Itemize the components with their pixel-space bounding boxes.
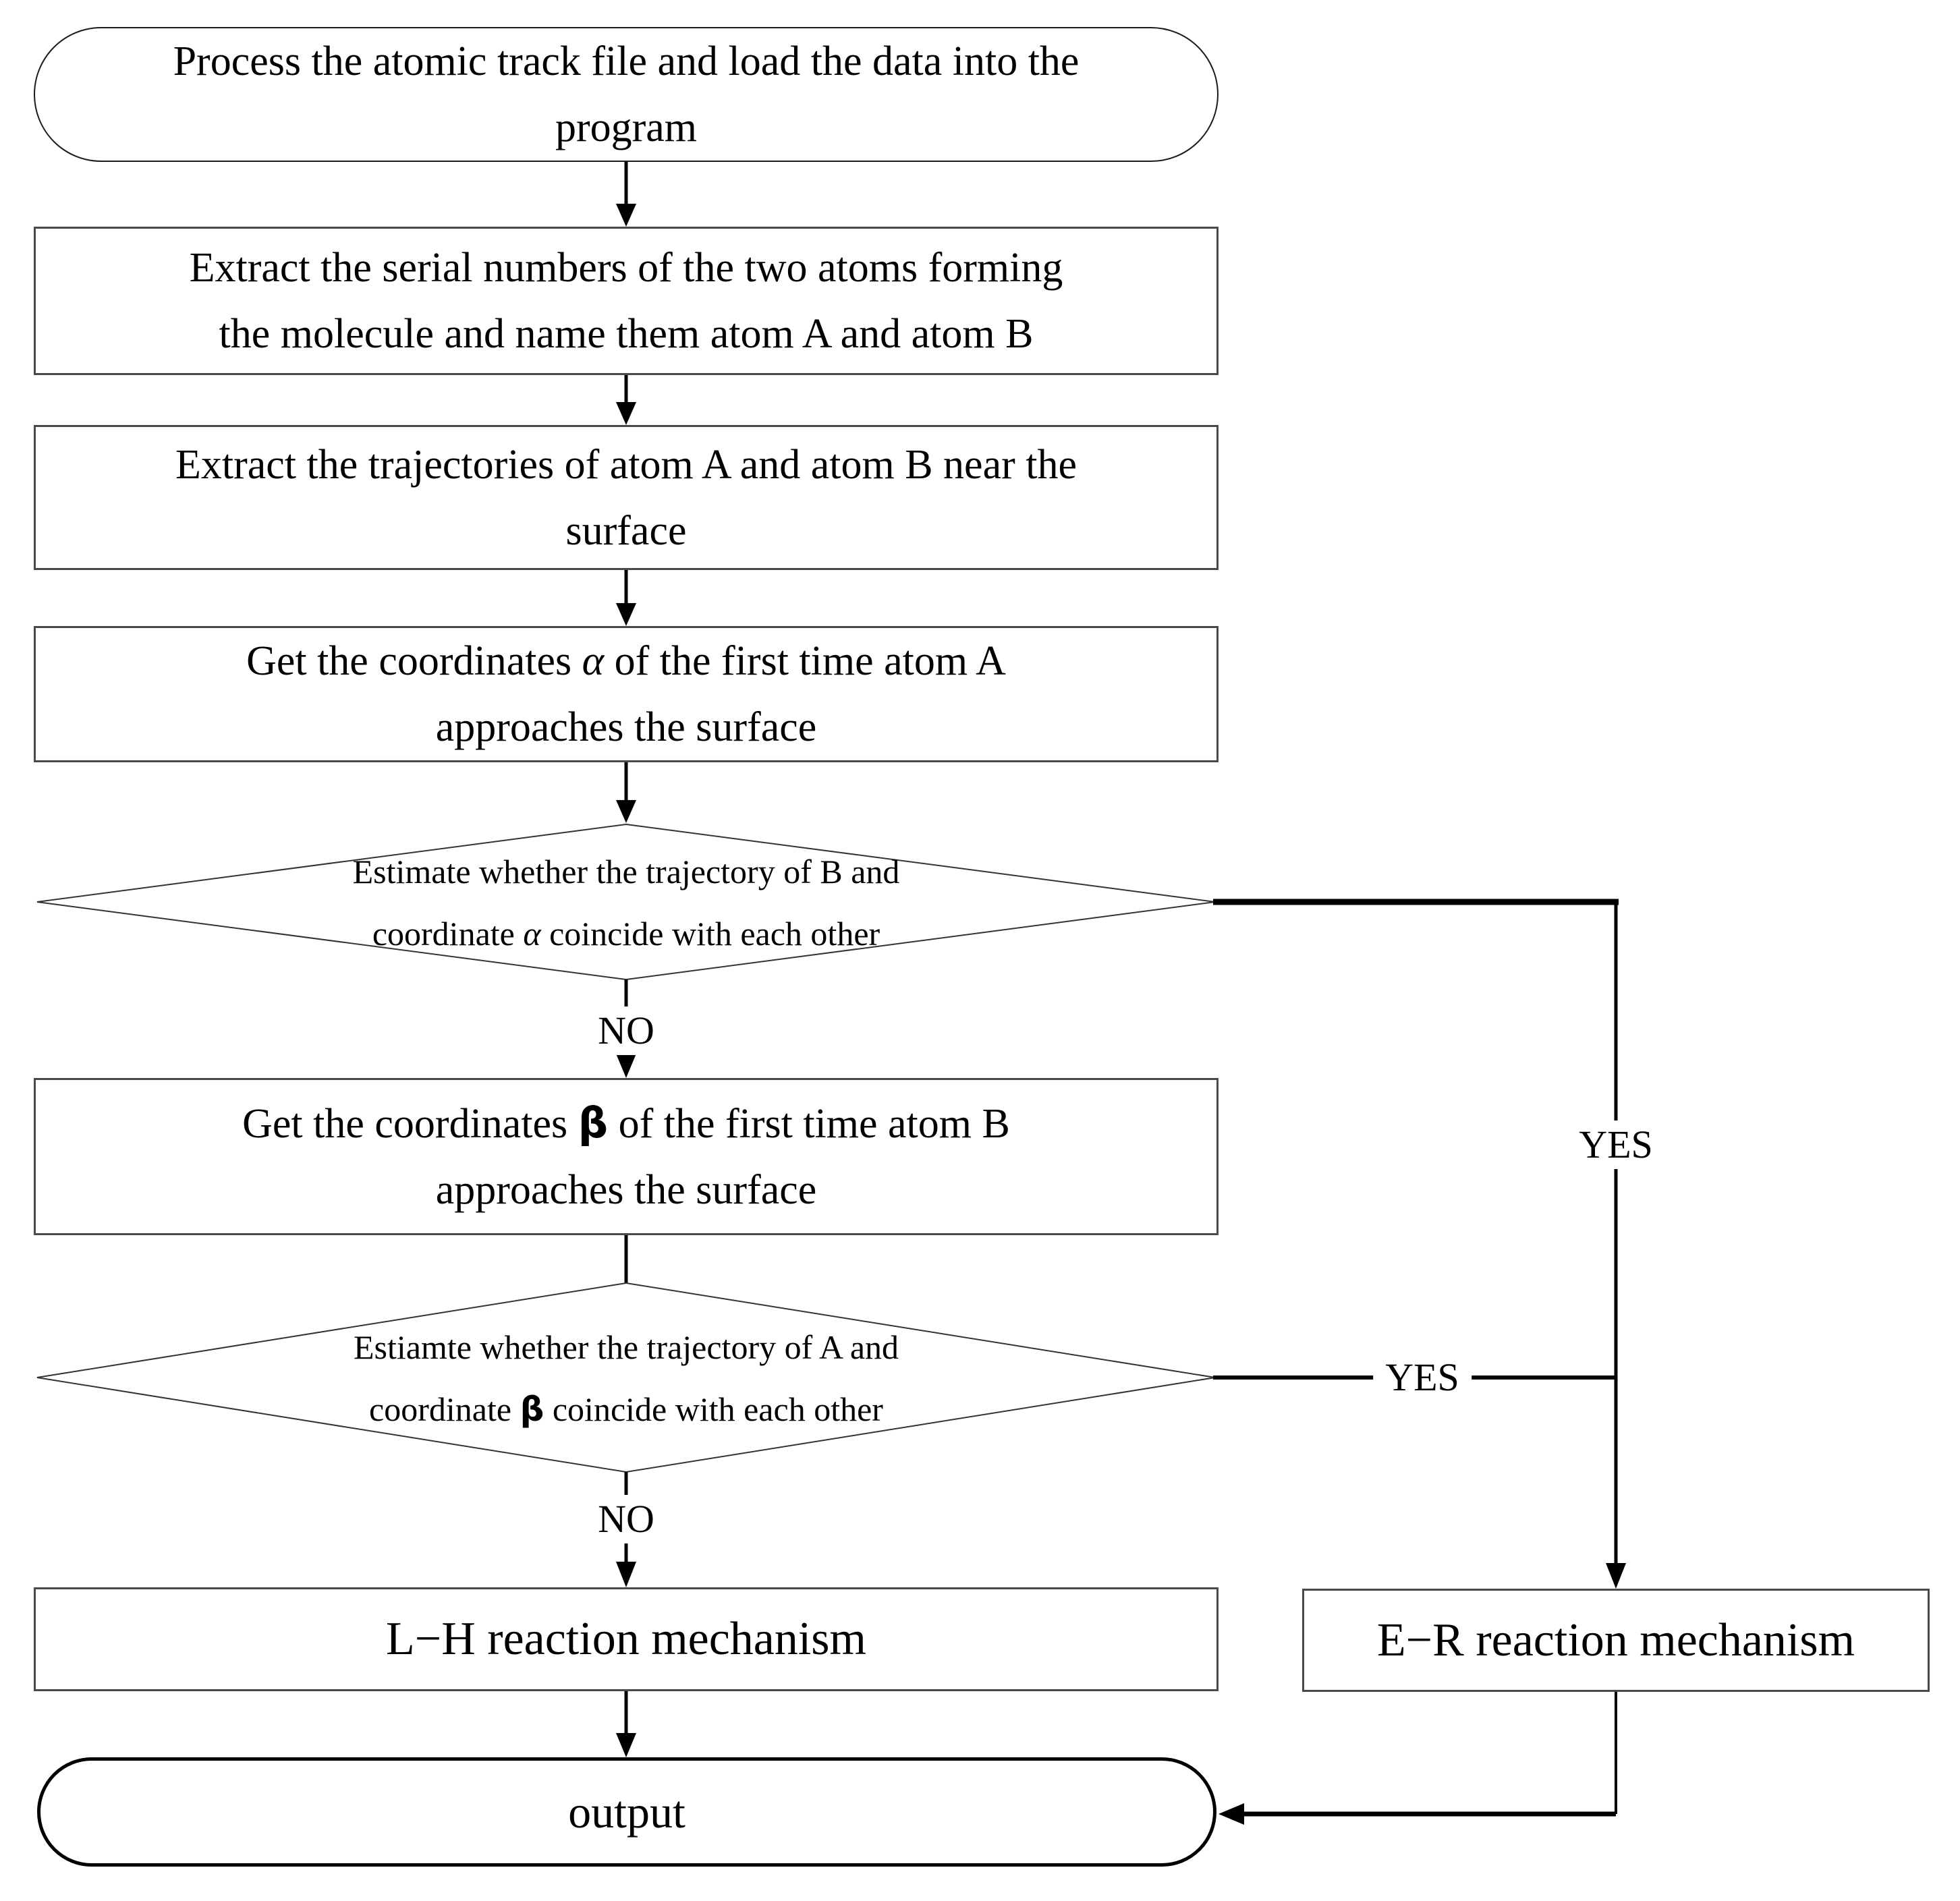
beta-symbol: β [578,1098,609,1147]
decision1-line-1: Estimate whether the trajectory of B and [352,852,900,890]
terminal-start: Process the atomic track file and load t… [34,27,1219,162]
decision-b-alpha: Estimate whether the trajectory of B and… [169,840,1084,965]
decision2-text-post: coincide with each other [544,1390,883,1428]
label-no-1: NO [586,1006,667,1055]
process-get-alpha: Get the coordinates α of the first time … [34,626,1219,762]
decision1-line-2: coordinate α coincide with each other [372,903,880,965]
get-beta-text-pre: Get the coordinates [242,1101,578,1147]
arrowhead-get-beta [616,1054,636,1078]
get-alpha-line-1: Get the coordinates α of the first time … [246,628,1006,694]
decision2-line-2: coordinate β coincide with each other [369,1378,883,1440]
arrowhead-output-top [616,1733,636,1757]
lh-mechanism-label: L−H reaction mechanism [386,1613,866,1665]
er-mechanism-label: E−R reaction mechanism [1376,1614,1855,1666]
beta-symbol: β [520,1389,544,1429]
decision2-text-pre: coordinate [369,1390,520,1428]
arrowhead-output-right [1219,1803,1244,1825]
arrowhead-decision1 [616,800,636,823]
arrowhead-er [1606,1563,1626,1589]
terminal-output: output [37,1757,1216,1867]
decision1-text-post: coincide with each other [540,914,880,953]
get-alpha-text-pre: Get the coordinates [246,638,582,684]
extract-serials-line-1: Extract the serial numbers of the two at… [189,245,1063,291]
process-lh-mechanism: L−H reaction mechanism [34,1587,1219,1691]
start-line-2: program [555,105,698,150]
start-line-1: Process the atomic track file and load t… [173,38,1080,84]
process-extract-trajectories: Extract the trajectories of atom A and a… [34,425,1219,570]
decision1-text-pre: coordinate [372,914,524,953]
decision2-line-1: Estiamte whether the trajectory of A and [353,1328,899,1366]
get-beta-text-post: of the first time atom B [608,1101,1010,1147]
decision-a-beta: Estiamte whether the trajectory of A and… [169,1315,1084,1440]
arrowhead-trajectories [616,402,636,425]
get-alpha-text-post: of the first time atom A [604,638,1006,684]
process-er-mechanism: E−R reaction mechanism [1302,1589,1930,1692]
extract-serials-line-2: the molecule and name them atom A and at… [219,311,1034,357]
extract-trajectories-line-1: Extract the trajectories of atom A and a… [175,441,1077,488]
label-yes-2: YES [1373,1353,1472,1402]
process-get-beta: Get the coordinates β of the first time … [34,1078,1219,1235]
output-label: output [568,1786,685,1838]
arrowhead-alpha [616,603,636,626]
alpha-symbol: α [582,638,605,684]
arrowhead-serials [616,204,636,227]
label-no-2: NO [586,1495,667,1543]
get-beta-line-1: Get the coordinates β of the first time … [242,1090,1010,1157]
process-extract-serials: Extract the serial numbers of the two at… [34,227,1219,375]
extract-trajectories-line-2: surface [565,507,687,554]
arrowhead-lh [616,1562,636,1587]
alpha-symbol: α [523,914,541,953]
get-alpha-line-2: approaches the surface [435,704,817,750]
label-yes-1: YES [1567,1120,1665,1169]
get-beta-line-2: approaches the surface [435,1167,817,1213]
